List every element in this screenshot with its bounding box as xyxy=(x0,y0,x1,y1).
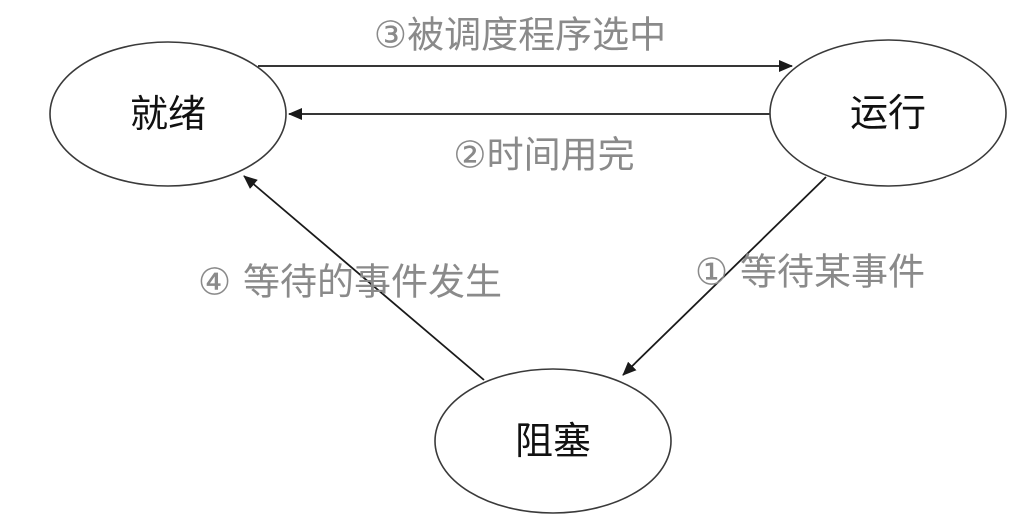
node-running: 运行 xyxy=(769,39,1007,187)
node-running-label: 运行 xyxy=(850,91,926,135)
edge-label-running-to-blocked: ① 等待某事件 xyxy=(695,251,925,294)
node-running-ellipse xyxy=(769,39,1007,187)
edge-label-running-to-ready: ②时间用完 xyxy=(453,134,634,177)
node-ready: 就绪 xyxy=(49,41,287,187)
node-blocked-label: 阻塞 xyxy=(515,419,591,463)
edge-label-blocked-to-ready: ④ 等待的事件发生 xyxy=(198,261,502,304)
node-ready-label: 就绪 xyxy=(130,92,206,136)
edge-blocked-to-ready xyxy=(243,175,485,381)
edge-running-to-blocked xyxy=(622,176,827,376)
node-blocked-ellipse xyxy=(434,368,672,514)
node-ready-ellipse xyxy=(49,41,287,187)
node-blocked: 阻塞 xyxy=(434,368,672,514)
edge-label-ready-to-running: ③被调度程序选中 xyxy=(374,14,666,57)
